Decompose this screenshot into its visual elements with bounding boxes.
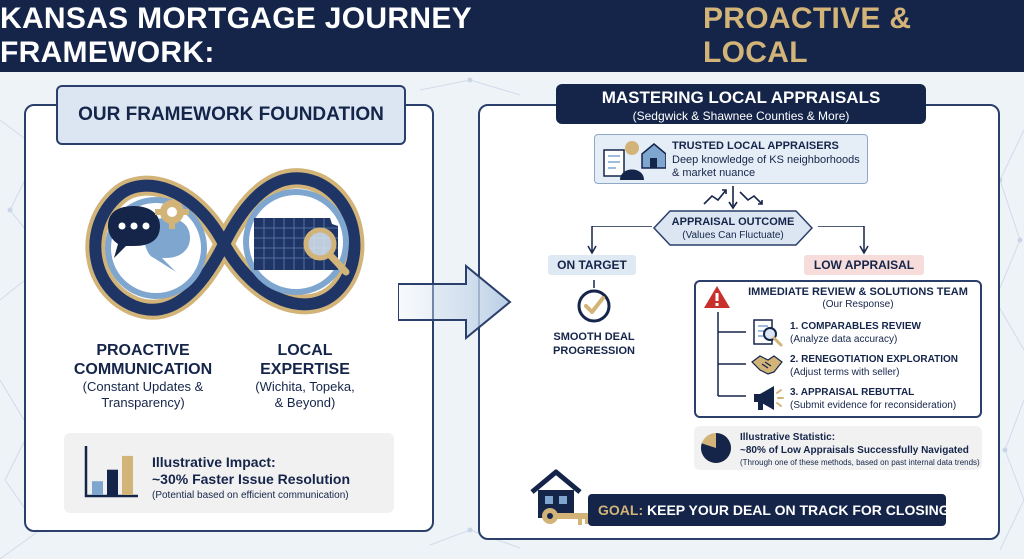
appraisals-title: MASTERING LOCAL APPRAISALS (601, 88, 881, 107)
smooth-progression-label: SMOOTH DEAL PROGRESSION (553, 331, 635, 357)
chat-bubbles-icon (108, 200, 190, 272)
on-target-label: ON TARGET (548, 255, 636, 275)
bar-chart-icon (84, 446, 138, 498)
appraiser-house-icon (603, 141, 666, 180)
appraisal-outcome-diamond (652, 210, 814, 246)
page-title-main: KANSAS MORTGAGE JOURNEY FRAMEWORK: (0, 2, 472, 69)
house-key-icon (530, 469, 590, 525)
appraisals-subtitle: (Sedgwick & Shawnee Counties & More) (632, 109, 850, 123)
foundation-title: OUR FRAMEWORK FOUNDATION (56, 85, 406, 145)
impact-value: ~30% Faster Issue Resolution (152, 471, 351, 487)
goal-text: GOAL: KEEP YOUR DEAL ON TRACK FOR CLOSIN… (598, 502, 950, 518)
pie-success-slice (701, 433, 731, 463)
step-comparables-title: 1. COMPARABLES REVIEW (790, 321, 921, 332)
check-badge-icon (577, 280, 611, 323)
handshake-icon (751, 355, 783, 375)
pillar-communication-subtitle: (Constant Updates & Transparency) (82, 379, 204, 410)
impact-bar (107, 469, 118, 495)
outcome-branch-connectors (587, 226, 869, 255)
appraisals-title-box: MASTERING LOCAL APPRAISALS (Sedgwick & S… (556, 84, 926, 124)
fluctuation-trend-icon (703, 186, 763, 210)
goal-banner (588, 494, 946, 526)
statistic-callout (694, 426, 982, 470)
warning-icon (704, 286, 730, 308)
statistic-label: Illustrative Statistic: (740, 432, 836, 443)
pillar-expertise-title: LOCAL EXPERTISE (260, 342, 350, 378)
appraisal-outcome-subtitle: (Values Can Fluctuate) (682, 230, 784, 241)
appraisal-outcome-title: APPRAISAL OUTCOME (671, 216, 795, 228)
page-title-banner: KANSAS MORTGAGE JOURNEY FRAMEWORK: PROAC… (0, 0, 1024, 72)
review-solutions-box (694, 280, 982, 418)
trusted-appraisers-title: TRUSTED LOCAL APPRAISERS (672, 140, 839, 152)
impact-bar (122, 455, 133, 495)
kansas-map-magnifier-icon (254, 218, 350, 276)
magnifier-document-icon (753, 319, 783, 347)
pillar-communication-title: PROACTIVE COMMUNICATION (73, 342, 213, 378)
flow-arrow-icon (398, 263, 512, 341)
trusted-appraisers-desc: Deep knowledge of KS neighborhoods (672, 154, 860, 166)
pie-chart-icon (701, 433, 731, 463)
impact-callout (64, 433, 394, 513)
pillar-expertise-subtitle: (Wichita, Topeka, & Beyond) (255, 379, 355, 410)
step-rebuttal-title: 3. APPRAISAL REBUTTAL (790, 387, 915, 398)
goal-prefix: GOAL: (598, 502, 644, 518)
step-renegotiation-desc: (Adjust terms with seller) (790, 367, 900, 378)
statistic-note: (Through one of these methods, based on … (740, 458, 980, 467)
trusted-appraisers-desc-2: & market nuance (672, 167, 756, 179)
impact-bar (92, 481, 103, 495)
statistic-value: ~80% of Low Appraisals Successfully Navi… (740, 445, 969, 456)
page-title-accent: PROACTIVE & LOCAL (703, 2, 912, 69)
step-connectors (717, 312, 746, 397)
impact-note: (Potential based on efficient communicat… (152, 490, 349, 501)
impact-label: Illustrative Impact: (152, 454, 276, 470)
review-team-title: IMMEDIATE REVIEW & SOLUTIONS TEAM (748, 286, 968, 298)
goal-statement: KEEP YOUR DEAL ON TRACK FOR CLOSING (647, 502, 950, 518)
megaphone-icon (754, 386, 784, 410)
step-rebuttal-desc: (Submit evidence for reconsideration) (790, 400, 957, 411)
step-comparables-desc: (Analyze data accuracy) (790, 334, 898, 345)
review-team-subtitle: (Our Response) (822, 299, 894, 310)
step-renegotiation-title: 2. RENEGOTIATION EXPLORATION (790, 354, 958, 365)
low-appraisal-label: LOW APPRAISAL (804, 255, 924, 275)
